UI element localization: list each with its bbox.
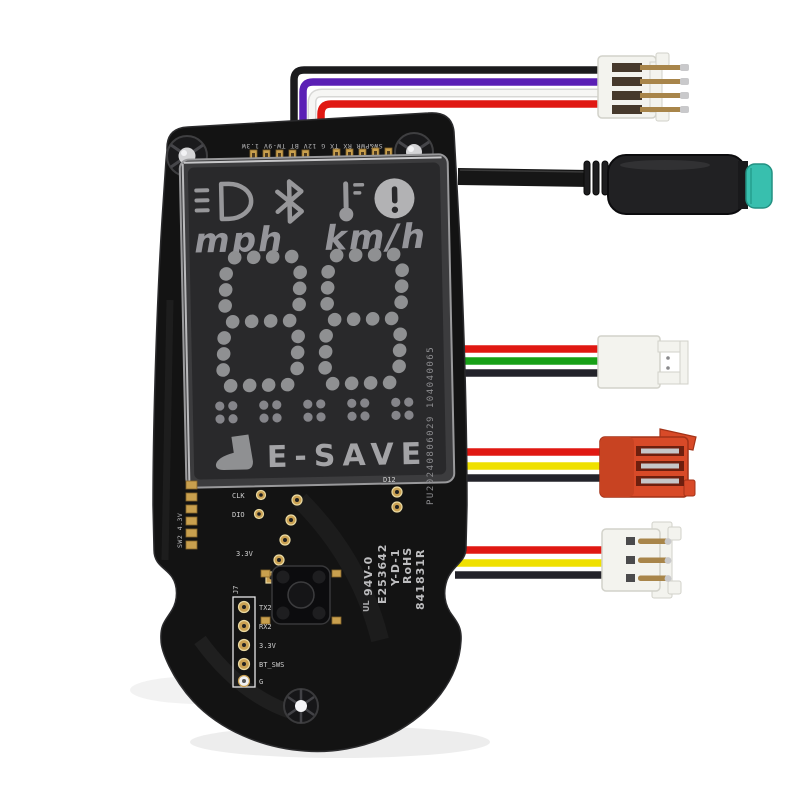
d12-pads: D12 [383, 476, 403, 513]
j7-pin-btsws: BT_SWS [259, 661, 284, 669]
board-code: 841831R [414, 549, 427, 610]
certification-text: UL 94V-0 E253642 Y-D-1 RoHS 841831R [362, 544, 427, 612]
j7-pin-rx2: RX2 [259, 623, 272, 631]
display-signal-cable [290, 66, 598, 146]
teal-tip [745, 163, 773, 209]
display-screen [187, 162, 447, 480]
connector-pins [626, 537, 672, 582]
serial-number: PU20240806029 104040065 [426, 346, 436, 505]
j7-header: J7 TX2 RX2 3.3V BT_SWS G [232, 586, 284, 688]
left-edge-pads: SW2 4.3V [176, 480, 198, 550]
connector-4pin-white [597, 52, 689, 122]
connector-pins [612, 63, 689, 114]
connector-3pin-white [601, 521, 682, 599]
speed-readout [216, 247, 409, 393]
cable-black [458, 168, 590, 187]
dio-label: DIO [232, 511, 245, 519]
dashboard-board: SW&PWR RX TX G 12V BT TW-9V 1.3W [152, 112, 468, 753]
j7-label: J7 [232, 586, 240, 594]
wire-red [317, 100, 598, 146]
display-module: mph km/h E-SAVE [178, 153, 456, 489]
wire-purple [299, 78, 598, 142]
aux-cable-2 [455, 448, 610, 482]
wire-white [309, 90, 598, 144]
warning-icon [374, 178, 415, 219]
j7-pin-tx2: TX2 [259, 604, 272, 612]
temperature-icon [339, 181, 365, 222]
j7-pin-33v: 3.3V [259, 642, 277, 650]
connector-3pin-red [599, 428, 697, 498]
clk-label: CLK [232, 492, 245, 500]
bluetooth-icon [275, 179, 304, 224]
model-code: Y-D-1 [389, 549, 402, 587]
sub-readout-dots [215, 397, 414, 424]
aux-cable-1 [455, 345, 602, 377]
left-edge-label: SW2 4.3V [176, 513, 184, 548]
wire-black [290, 66, 598, 142]
headlight-icon [194, 181, 254, 222]
connector-pins [636, 446, 684, 486]
ul-file: E253642 [376, 544, 389, 604]
v33-label: 3.3V [236, 550, 254, 558]
main-power-cable [458, 168, 590, 187]
boot-icon [215, 434, 253, 470]
j7-pin-g: G [259, 678, 263, 686]
brand-text: E-SAVE [267, 437, 429, 475]
flame-rating: 94V-0 [362, 556, 375, 596]
connector-3pin-latch [597, 335, 689, 389]
rohs: RoHS [401, 547, 414, 584]
clk-dio-pads: CLK DIO 3.3V [232, 489, 303, 584]
top-silkscreen-label: SW&PWR RX TX G 12V BT TW-9V 1.3W [241, 142, 382, 150]
push-button[interactable] [260, 565, 342, 625]
connector-barrel-teal [583, 154, 773, 215]
ul-mark: UL [362, 600, 371, 612]
aux-cable-3 [455, 546, 612, 579]
screw-bottom [283, 688, 319, 724]
d12-label: D12 [383, 476, 396, 484]
